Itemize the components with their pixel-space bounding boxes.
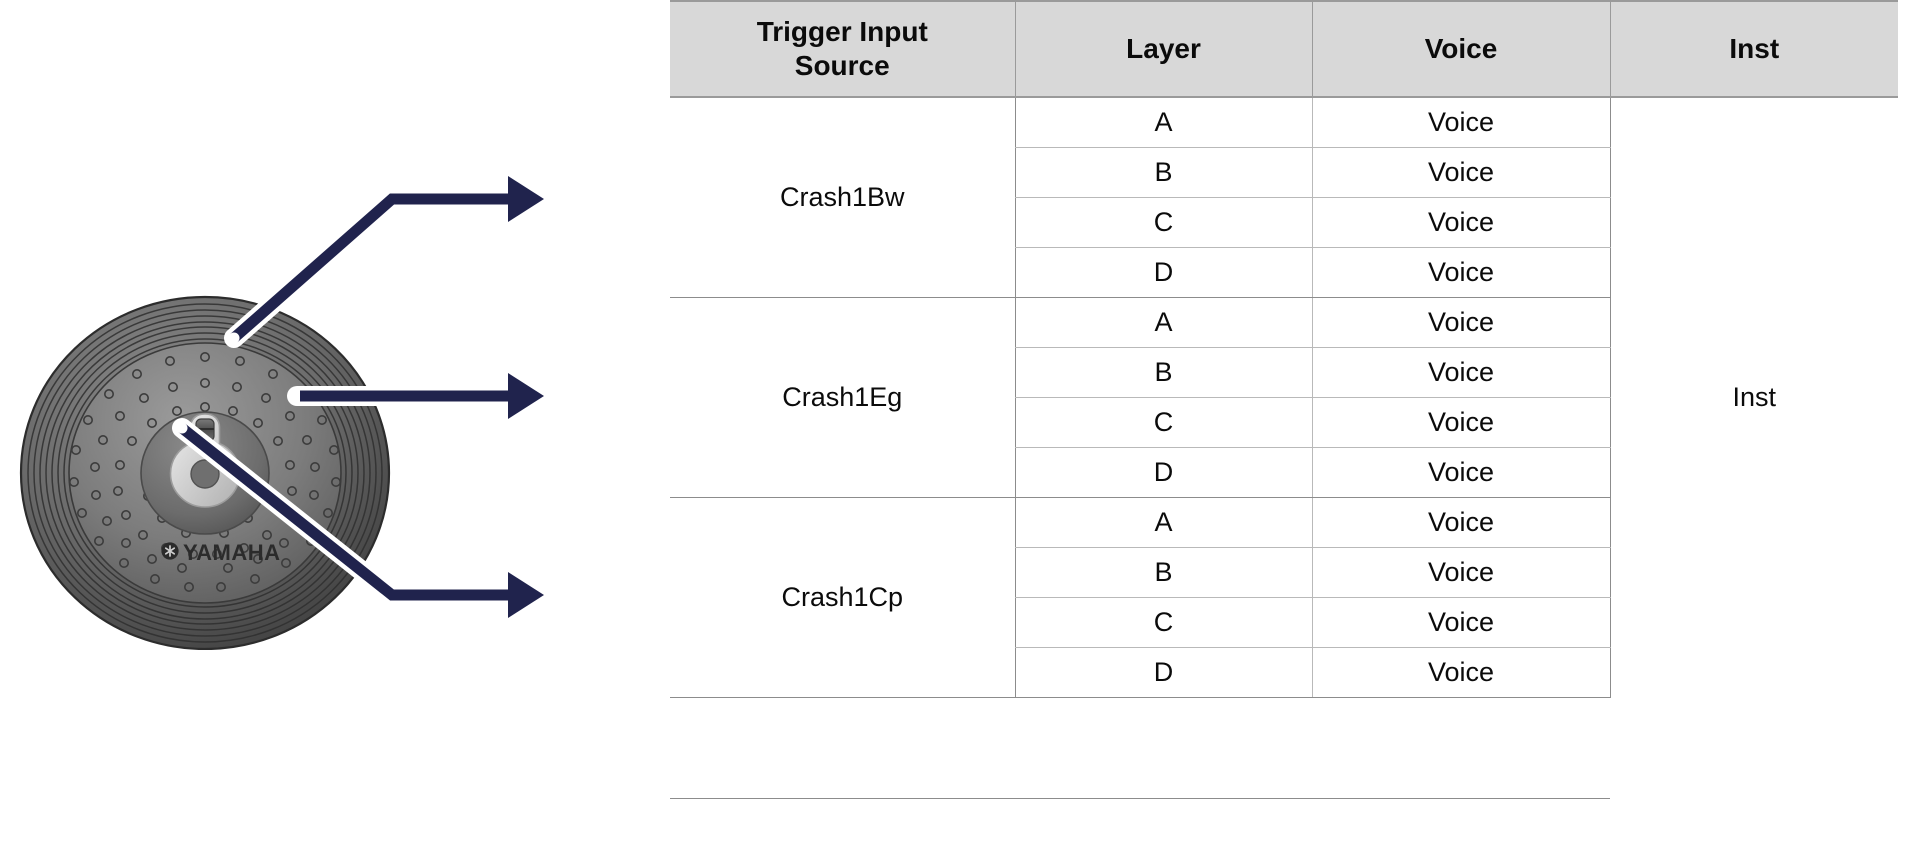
- cell-voice: Voice: [1311, 247, 1611, 298]
- cymbal-svg: YAMAHA: [19, 295, 391, 650]
- cell-layer: D: [1014, 647, 1312, 698]
- cell-trigger-source: Crash1Eg: [670, 297, 1015, 498]
- cell-layer: C: [1014, 197, 1312, 248]
- table-header: Trigger Input Source Layer Voice Inst: [670, 0, 1898, 98]
- header-row: Trigger Input Source Layer Voice Inst: [670, 0, 1898, 98]
- cell-voice: Voice: [1311, 447, 1611, 498]
- cell-layer: C: [1014, 397, 1312, 448]
- table-row: B Voice: [670, 147, 1898, 198]
- header-line-1: Trigger Input: [756, 15, 928, 47]
- cymbal-pad-graphic: YAMAHA: [18, 295, 393, 650]
- cell-voice: Voice: [1311, 197, 1611, 248]
- table-bottom-rule: [670, 798, 1610, 799]
- header-line-2: Source: [794, 50, 890, 81]
- table-row: D Voice: [670, 647, 1898, 698]
- cell-voice: Voice: [1311, 347, 1611, 398]
- cell-voice: Voice: [1311, 147, 1611, 198]
- cell-voice: Voice: [1311, 497, 1611, 548]
- cell-layer: B: [1014, 147, 1312, 198]
- cell-layer: B: [1014, 347, 1312, 398]
- cell-voice: Voice: [1311, 97, 1611, 148]
- cell-voice: Voice: [1311, 297, 1611, 348]
- cymbal-illustration: YAMAHA: [0, 0, 670, 859]
- svg-text:YAMAHA: YAMAHA: [183, 540, 281, 565]
- table-row: B Voice: [670, 547, 1898, 598]
- table-row: Crash1Bw A Voice Inst: [670, 97, 1898, 697]
- table-row: Crash1Cp A Voice: [670, 497, 1898, 698]
- header-inst: Inst: [1609, 0, 1898, 98]
- table-row: D Voice: [670, 447, 1898, 498]
- cell-layer: B: [1014, 547, 1312, 598]
- cell-voice: Voice: [1311, 597, 1611, 648]
- table-row: C Voice: [670, 597, 1898, 648]
- table-row: C Voice: [670, 197, 1898, 248]
- cell-layer: A: [1014, 497, 1312, 548]
- header-layer: Layer: [1014, 0, 1312, 98]
- table-row: D Voice: [670, 247, 1898, 298]
- cell-trigger-source: Crash1Cp: [670, 497, 1015, 698]
- header-trigger-input-source: Trigger Input Source: [670, 0, 1015, 98]
- table-body: Crash1Bw A Voice Inst B Voice C Voice D …: [670, 97, 1898, 698]
- cell-inst: Inst: [1610, 97, 1898, 697]
- cell-layer: A: [1014, 97, 1312, 148]
- cell-voice: Voice: [1311, 397, 1611, 448]
- cell-layer: C: [1014, 597, 1312, 648]
- cell-voice: Voice: [1311, 547, 1611, 598]
- table-row: C Voice: [670, 397, 1898, 448]
- trigger-voice-table: Trigger Input Source Layer Voice Inst Cr…: [670, 0, 1898, 698]
- table-row: Crash1Eg A Voice: [670, 297, 1898, 498]
- cell-layer: D: [1014, 247, 1312, 298]
- cell-layer: D: [1014, 447, 1312, 498]
- cell-layer: A: [1014, 297, 1312, 348]
- cell-trigger-source: Crash1Bw: [670, 97, 1015, 298]
- cell-voice: Voice: [1311, 647, 1611, 698]
- header-voice: Voice: [1311, 0, 1610, 98]
- table-row: B Voice: [670, 347, 1898, 398]
